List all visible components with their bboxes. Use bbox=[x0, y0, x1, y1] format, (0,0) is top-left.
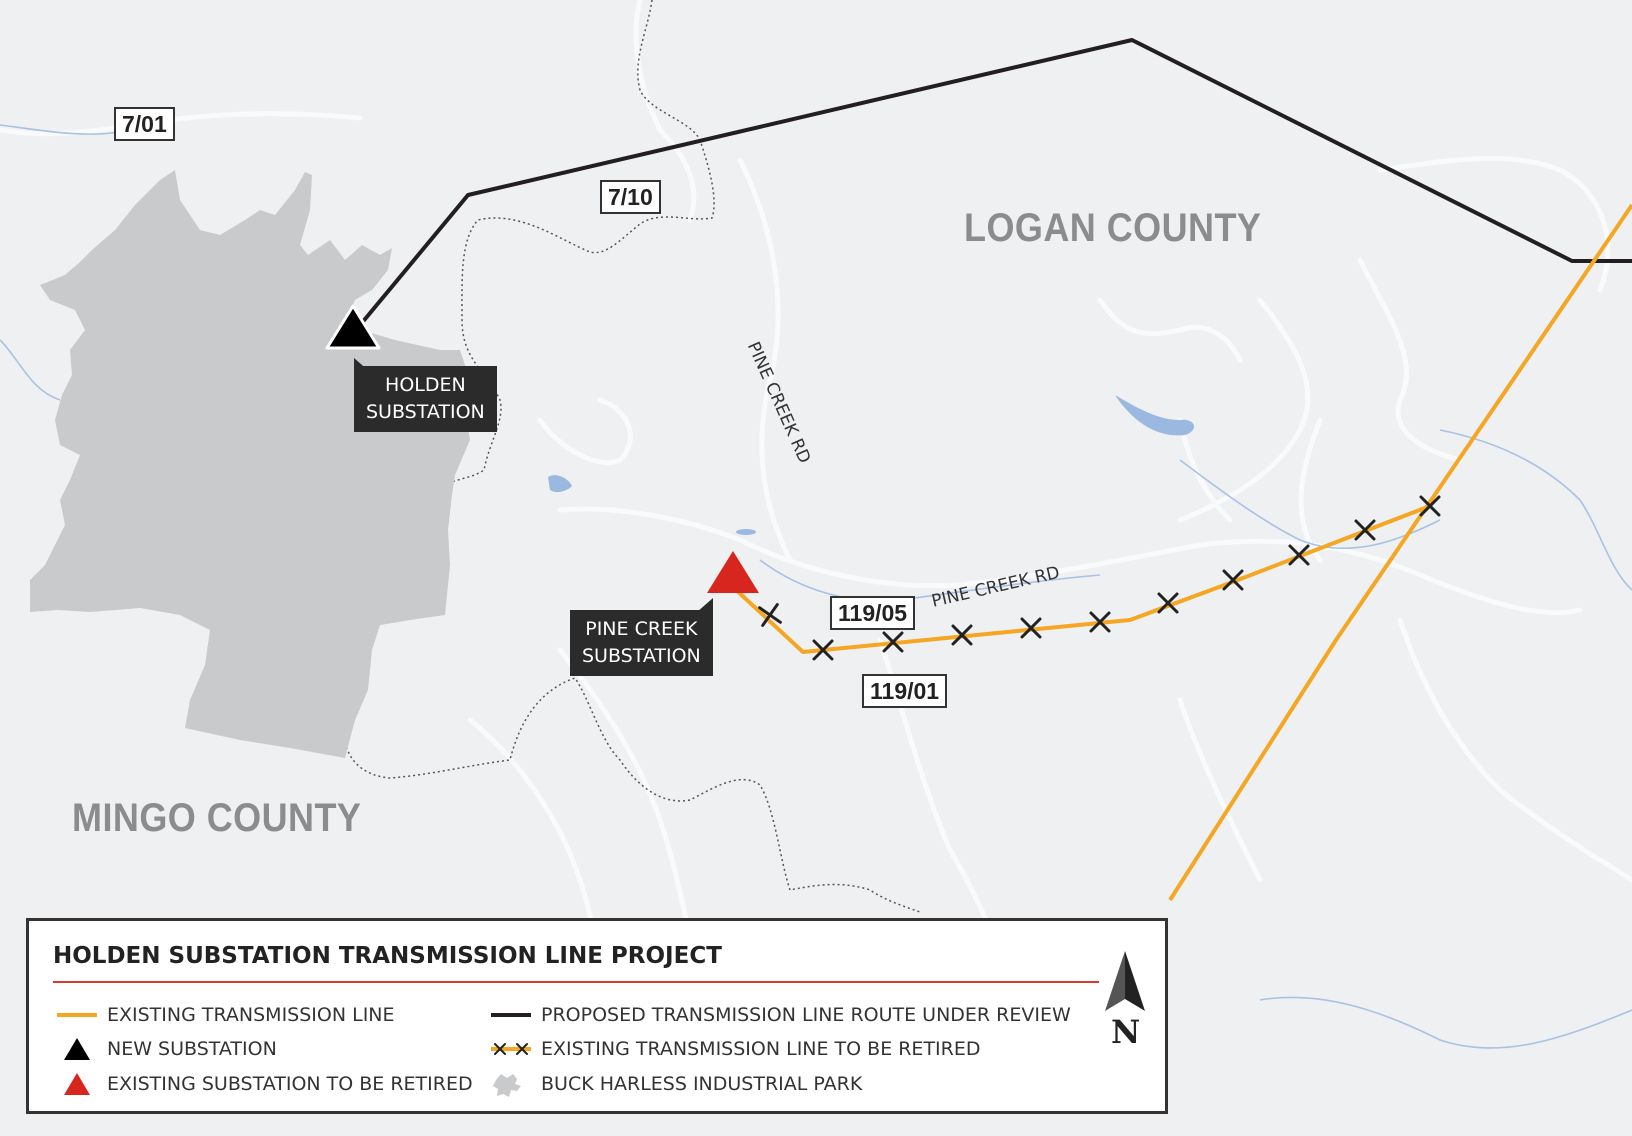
retire-marker-1 bbox=[758, 603, 782, 627]
pine-creek-substation-callout: PINE CREEK SUBSTATION bbox=[570, 610, 713, 676]
legend-item-proposed-route: PROPOSED TRANSMISSION LINE ROUTE UNDER R… bbox=[487, 1001, 1071, 1029]
legend-divider bbox=[53, 981, 1099, 983]
county-boundary bbox=[343, 0, 921, 913]
retirement-markers bbox=[758, 495, 1441, 661]
retire-marker-11 bbox=[1419, 495, 1441, 517]
retired-line-swatch-icon bbox=[491, 1043, 531, 1055]
legend-label-existing-line: EXISTING TRANSMISSION LINE bbox=[107, 1004, 395, 1026]
legend-item-industrial-park: BUCK HARLESS INDUSTRIAL PARK bbox=[487, 1070, 862, 1098]
legend-title: HOLDEN SUBSTATION TRANSMISSION LINE PROJ… bbox=[53, 943, 722, 969]
buck-harless-industrial-park bbox=[30, 170, 470, 758]
retire-marker-2 bbox=[812, 639, 834, 661]
retire-marker-8 bbox=[1222, 569, 1244, 591]
proposed-route-swatch-icon bbox=[491, 1013, 531, 1017]
north-label: N bbox=[1111, 1013, 1141, 1051]
north-arrow-icon bbox=[1105, 951, 1145, 1011]
red-triangle-icon bbox=[64, 1073, 90, 1095]
black-triangle-icon bbox=[64, 1038, 90, 1060]
pine-creek-callout-line1: PINE CREEK bbox=[585, 618, 698, 640]
map-legend: HOLDEN SUBSTATION TRANSMISSION LINE PROJ… bbox=[26, 918, 1168, 1114]
route-shield-7-01: 7/01 bbox=[114, 107, 175, 141]
legend-label-industrial-park: BUCK HARLESS INDUSTRIAL PARK bbox=[541, 1073, 863, 1095]
legend-item-existing-line: EXISTING TRANSMISSION LINE bbox=[53, 1001, 395, 1029]
existing-transmission-line bbox=[1168, 203, 1632, 902]
industrial-park-swatch-icon bbox=[493, 1074, 521, 1097]
streams bbox=[0, 124, 1632, 1049]
pine-creek-callout-line2: SUBSTATION bbox=[582, 645, 701, 667]
holden-callout-line1: HOLDEN bbox=[385, 374, 466, 396]
holden-substation-callout: HOLDEN SUBSTATION bbox=[354, 366, 497, 432]
retire-marker-3 bbox=[882, 631, 904, 653]
logan-county-label: LOGAN COUNTY bbox=[964, 206, 1262, 250]
pine-creek-substation-marker[interactable] bbox=[707, 551, 759, 593]
mingo-county-label: MINGO COUNTY bbox=[72, 796, 362, 840]
existing-line-swatch-icon bbox=[57, 1013, 97, 1017]
retire-marker-9 bbox=[1288, 544, 1310, 566]
holden-substation-marker[interactable] bbox=[325, 304, 381, 350]
route-shield-119-01: 119/01 bbox=[862, 674, 948, 708]
legend-label-retired-line: EXISTING TRANSMISSION LINE TO BE RETIRED bbox=[541, 1038, 981, 1060]
legend-item-retired-line: EXISTING TRANSMISSION LINE TO BE RETIRED bbox=[487, 1035, 981, 1063]
retire-marker-6 bbox=[1089, 611, 1111, 633]
route-shield-119-05: 119/05 bbox=[830, 596, 916, 630]
legend-label-new-substation: NEW SUBSTATION bbox=[107, 1038, 277, 1060]
retire-marker-4 bbox=[951, 624, 973, 646]
retire-marker-7 bbox=[1157, 592, 1179, 614]
pine-creek-callout-pointer bbox=[697, 598, 713, 612]
water-bodies bbox=[548, 395, 1195, 535]
legend-item-retired-substation: EXISTING SUBSTATION TO BE RETIRED bbox=[53, 1070, 473, 1098]
retire-marker-5 bbox=[1020, 617, 1042, 639]
legend-item-new-substation: NEW SUBSTATION bbox=[53, 1035, 277, 1063]
holden-callout-line2: SUBSTATION bbox=[366, 401, 485, 423]
legend-label-proposed-route: PROPOSED TRANSMISSION LINE ROUTE UNDER R… bbox=[541, 1004, 1071, 1026]
legend-label-retired-substation: EXISTING SUBSTATION TO BE RETIRED bbox=[107, 1073, 473, 1095]
route-shield-7-10: 7/10 bbox=[600, 180, 661, 214]
retire-marker-10 bbox=[1354, 519, 1376, 541]
